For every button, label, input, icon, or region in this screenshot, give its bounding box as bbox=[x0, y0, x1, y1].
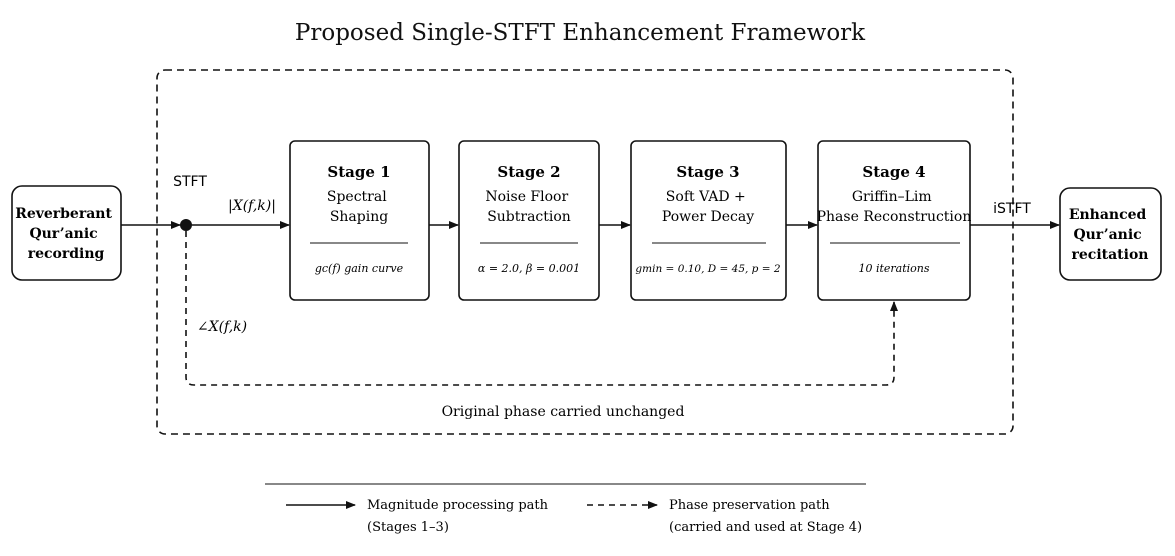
stage-3-description-line: Power Decay bbox=[662, 209, 754, 225]
stage-1-description-line: Spectral bbox=[327, 189, 387, 205]
diagram-title: Proposed Single-STFT Enhancement Framewo… bbox=[295, 20, 866, 46]
legend-dashed-line-1: Phase preservation path bbox=[669, 498, 830, 513]
stage-1-description: Spectral Shaping bbox=[327, 189, 391, 225]
output-label-line: Qur’anic bbox=[1073, 227, 1141, 243]
input-label-line: Qur’anic bbox=[29, 226, 97, 242]
stage-2-description-line: Subtraction bbox=[487, 209, 571, 225]
istft-label: iSTFT bbox=[993, 201, 1031, 217]
stft-label: STFT bbox=[173, 174, 207, 190]
stage-3-description-line: Soft VAD + bbox=[666, 189, 746, 205]
legend-dashed-text: Phase preservation path (carried and use… bbox=[669, 498, 862, 535]
phase-angle-label: ∠X(f,k) bbox=[197, 319, 247, 335]
phase-path-arrow bbox=[185, 231, 898, 386]
stage-3-description: Soft VAD + Power Decay bbox=[662, 189, 754, 225]
stage-2-parameters: α = 2.0, β = 0.001 bbox=[478, 262, 580, 275]
framework-boundary bbox=[156, 69, 1014, 435]
stage-4-box bbox=[817, 140, 971, 301]
stft-split-node bbox=[180, 219, 192, 231]
output-label-line: Enhanced bbox=[1069, 207, 1147, 223]
output-label-line: recitation bbox=[1072, 247, 1149, 263]
phase-note: Original phase carried unchanged bbox=[442, 404, 685, 420]
stage-3-box bbox=[630, 140, 787, 301]
stage-4-description-line: Griffin–Lim bbox=[852, 189, 932, 205]
stage-4-description: Griffin–Lim Phase Reconstruction bbox=[817, 189, 972, 225]
legend-solid-text: Magnitude processing path (Stages 1–3) bbox=[367, 498, 552, 535]
stage-1-parameters: gc(f) gain curve bbox=[315, 262, 404, 275]
legend-solid-line-1: Magnitude processing path bbox=[367, 498, 549, 513]
legend: Magnitude processing path (Stages 1–3) P… bbox=[265, 483, 866, 535]
stage-2-title: Stage 2 bbox=[497, 163, 560, 181]
stage-3-block: Stage 3 Soft VAD + Power Decay gmin = 0.… bbox=[630, 140, 787, 301]
magnitude-label: |X(f,k)| bbox=[228, 198, 276, 214]
stage-2-description: Noise Floor Subtraction bbox=[485, 189, 572, 225]
output-box bbox=[1059, 187, 1162, 281]
input-label-line: Reverberant bbox=[15, 206, 112, 222]
legend-solid-line-2: (Stages 1–3) bbox=[367, 520, 449, 535]
stage-4-block: Stage 4 Griffin–Lim Phase Reconstruction… bbox=[817, 140, 972, 301]
stage-1-description-line: Shaping bbox=[330, 209, 388, 225]
input-label: Reverberant Qur’anic recording bbox=[15, 206, 117, 262]
legend-dashed-line-2: (carried and used at Stage 4) bbox=[669, 520, 862, 535]
stage-2-box bbox=[458, 140, 600, 301]
stage-1-box bbox=[289, 140, 430, 301]
stage-3-parameters: gmin = 0.10, D = 45, p = 2 bbox=[635, 263, 780, 275]
stage-1-title: Stage 1 bbox=[327, 163, 390, 181]
stage-4-description-line: Phase Reconstruction bbox=[817, 209, 972, 225]
input-box bbox=[11, 185, 122, 281]
input-label-line: recording bbox=[28, 246, 105, 262]
stage-4-title: Stage 4 bbox=[862, 163, 925, 181]
stage-1-block: Stage 1 Spectral Shaping gc(f) gain curv… bbox=[289, 140, 430, 301]
stage-2-block: Stage 2 Noise Floor Subtraction α = 2.0,… bbox=[458, 140, 600, 301]
output-label: Enhanced Qur’anic recitation bbox=[1069, 207, 1151, 263]
stage-4-parameters: 10 iterations bbox=[858, 262, 929, 275]
stage-2-description-line: Noise Floor bbox=[485, 189, 568, 205]
stage-3-title: Stage 3 bbox=[676, 163, 739, 181]
